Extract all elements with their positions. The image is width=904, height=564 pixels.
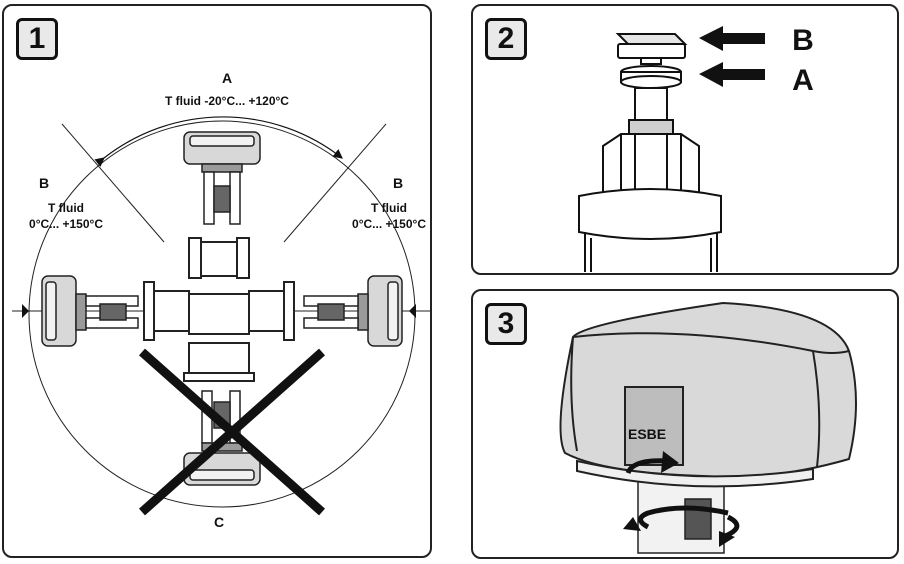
esbe-logo: ESBE	[628, 426, 666, 442]
label-b-right-title: T fluid	[371, 201, 407, 215]
panel-actuator-rotation: 3 ESBE	[471, 289, 899, 559]
label-b-left-title: T fluid	[48, 201, 84, 215]
panel-mounting-positions: 1	[2, 4, 432, 558]
arrows	[699, 26, 765, 87]
brand-label: ESBE	[628, 426, 666, 442]
valve-body	[143, 237, 295, 382]
actuator-top	[183, 131, 261, 225]
actuator-diagram: ESBE	[559, 301, 857, 554]
forbidden-cross	[139, 348, 325, 516]
spindle-diagram: B A	[578, 24, 814, 272]
label-a-range: T fluid -20°C... +120°C	[165, 94, 289, 108]
label-a: A	[222, 70, 232, 86]
label-b-left: B	[39, 175, 49, 191]
label-b: B	[792, 24, 814, 57]
label-c: C	[214, 514, 224, 530]
label-b-left-range: 0°C... +150°C	[29, 217, 103, 231]
step-number-1: 1	[16, 18, 58, 60]
label-a: A	[792, 64, 814, 97]
step-number-3: 3	[485, 303, 527, 345]
step-number-2: 2	[485, 18, 527, 60]
mounting-positions-diagram: A T fluid -20°C... +120°C B T fluid 0°C.…	[12, 70, 430, 530]
actuator-left	[41, 275, 139, 347]
limit-line-right	[283, 123, 387, 243]
panel-spindle-nut: 2	[471, 4, 899, 275]
actuator-right	[303, 275, 403, 347]
label-b-right: B	[393, 175, 403, 191]
limit-line-left	[61, 123, 165, 243]
arc-a-arrow	[94, 116, 343, 167]
label-b-right-range: 0°C... +150°C	[352, 217, 426, 231]
